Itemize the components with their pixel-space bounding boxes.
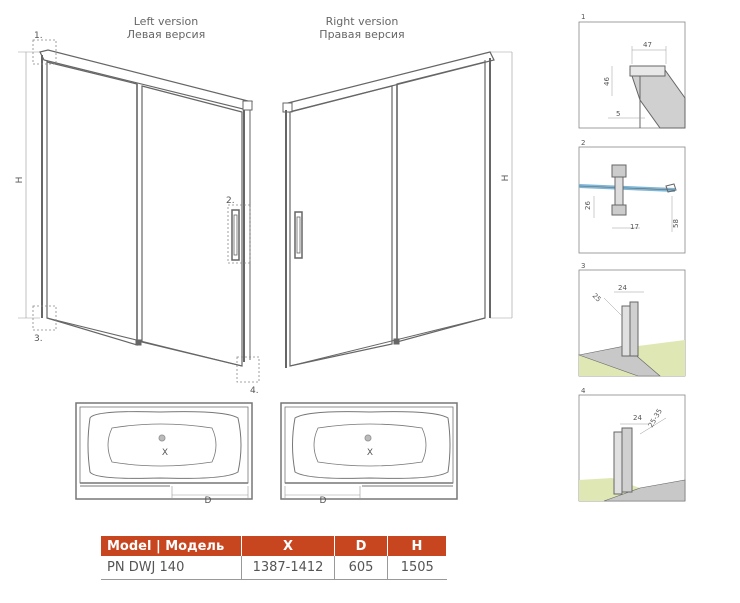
cell-model: PN DWJ 140: [101, 556, 242, 580]
callout-1: 1.: [34, 31, 43, 41]
left-version-ru: Левая версия: [126, 28, 206, 41]
detail-3-dim-b: 24: [618, 284, 627, 292]
right-height-label: H: [501, 175, 511, 182]
col-d: D: [334, 536, 388, 556]
col-x: X: [241, 536, 335, 556]
bath-right-d-label: D: [320, 496, 327, 506]
callout-2: 2.: [226, 196, 235, 206]
detail-2-dim-a: 26: [584, 201, 592, 210]
detail-2-dim-b: 17: [630, 223, 639, 231]
spec-table: Model | Модель X D H PN DWJ 140 1387-141…: [101, 536, 447, 580]
bathtub-left: [75, 402, 253, 500]
right-version-ru: Правая версия: [319, 28, 405, 41]
bath-right-x-label: X: [367, 448, 373, 458]
bath-left-d-label: D: [205, 496, 212, 506]
right-enclosure: [282, 51, 513, 368]
detail-2-num: 2: [581, 139, 585, 147]
right-version-label: Right version Правая версия: [312, 15, 412, 41]
left-height-label: H: [15, 177, 25, 184]
detail-3-dim-a: 25: [591, 292, 603, 304]
cell-h: 1505: [387, 556, 447, 580]
detail-1-dim-a: 47: [643, 41, 652, 49]
detail-3: [577, 269, 686, 377]
detail-4: [578, 394, 686, 502]
spec-table-header: Model | Модель X D H: [101, 536, 447, 556]
left-enclosure: [18, 39, 260, 383]
detail-1-num: 1: [581, 13, 585, 21]
detail-4-num: 4: [581, 387, 586, 395]
left-version-label: Left version Левая версия: [118, 15, 214, 41]
detail-4-dim-a: 24: [633, 414, 642, 422]
right-version-en: Right version: [325, 15, 399, 28]
callout-3: 3.: [34, 334, 43, 344]
detail-3-num: 3: [581, 262, 585, 270]
detail-1: [578, 21, 686, 129]
bath-left-x-label: X: [162, 448, 168, 458]
left-version-en: Left version: [133, 15, 199, 28]
callout-4: 4.: [250, 386, 259, 396]
col-h: H: [387, 536, 447, 556]
detail-1-dim-c: 5: [616, 110, 620, 118]
cell-x: 1387-1412: [241, 556, 335, 580]
detail-4-dim-b: 25-35: [647, 407, 664, 429]
bathtub-right: [280, 402, 458, 500]
col-model: Model | Модель: [101, 536, 242, 556]
cell-d: 605: [334, 556, 388, 580]
detail-1-dim-b: 46: [603, 77, 611, 86]
table-row: PN DWJ 140 1387-1412 605 1505: [101, 556, 447, 580]
detail-2-dim-c: 58: [672, 219, 680, 228]
detail-2: [578, 146, 686, 254]
